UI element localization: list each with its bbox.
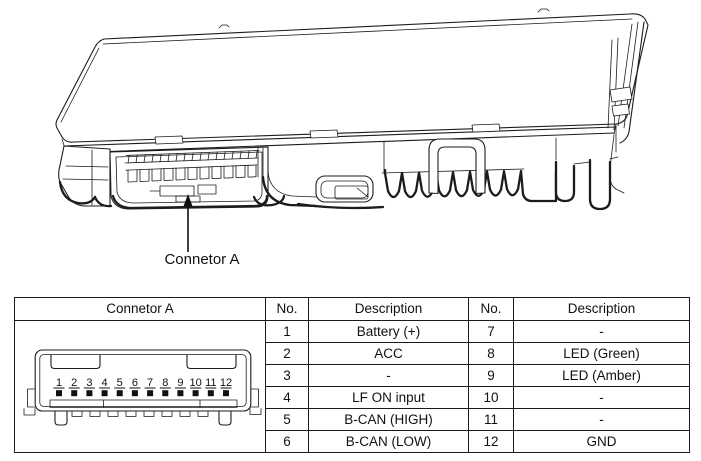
pin-number: 10 [189, 377, 201, 389]
header-description-right: Description [513, 297, 690, 321]
pin-number: 11 [205, 377, 216, 389]
pin-desc-cell: - [513, 408, 690, 431]
pin-no-cell: 10 [468, 386, 514, 409]
module-left-end-cap [58, 145, 113, 208]
rim-tab [309, 129, 339, 139]
pin-no-cell: 4 [265, 386, 309, 409]
pin-no-cell: 2 [265, 342, 309, 365]
table-row: 4 LF ON input 10 - [15, 386, 690, 409]
pin-desc-cell: - [308, 364, 469, 387]
connector-pins: 1 2 3 4 5 6 7 8 9 10 11 12 [53, 377, 232, 397]
pin-no-cell: 9 [468, 364, 514, 387]
pin-number: 12 [219, 377, 231, 389]
key-notch [185, 354, 237, 370]
connector-a-front-view: 1 2 3 4 5 6 7 8 9 10 11 12 [23, 349, 261, 426]
module-right-end-cap [607, 21, 645, 144]
connector-a-label: Connetor A [164, 251, 239, 268]
pin-desc-cell: Battery (+) [308, 320, 469, 343]
pin-number: 8 [162, 377, 168, 389]
connector-a-socket [109, 146, 286, 210]
pin-desc-cell: B-CAN (HIGH) [308, 408, 469, 431]
pin-table-header-row: Connetor A No. Description No. Descripti… [14, 297, 690, 321]
callout-arrowhead-icon [183, 194, 193, 206]
pin-number: 5 [116, 377, 122, 389]
pin-desc-cell: B-CAN (LOW) [308, 430, 469, 453]
header-no-left: No. [265, 297, 309, 321]
pin-no-cell: 12 [468, 430, 514, 453]
pin-no-cell: 6 [265, 430, 309, 453]
mounting-handle [428, 138, 486, 195]
pin-number: 7 [147, 377, 153, 389]
table-row: 1 2 3 4 5 6 7 8 9 10 11 12 [14, 320, 690, 453]
slot-band [49, 399, 237, 408]
pin-desc-cell: LED (Green) [513, 342, 690, 365]
header-connector: Connetor A [14, 297, 266, 321]
pin-table: Connetor A No. Description No. Descripti… [14, 297, 690, 453]
connector-a-callout: Connetor A [164, 194, 240, 268]
pin-number: 6 [131, 377, 137, 389]
pin-no-cell: 3 [265, 364, 309, 387]
pin-desc-cell: LED (Amber) [513, 364, 690, 387]
pin-no-cell: 11 [468, 408, 514, 431]
header-no-right: No. [468, 297, 514, 321]
pin-contacts [55, 390, 229, 397]
pin-number: 1 [55, 377, 61, 389]
header-description-left: Description [308, 297, 469, 321]
pin-no-cell: 1 [265, 320, 309, 343]
table-row: 2 ACC 8 LED (Green) [15, 342, 690, 365]
bottom-teeth [71, 411, 208, 417]
key-notch [49, 354, 101, 370]
connector-a-front-view-cell: 1 2 3 4 5 6 7 8 9 10 11 12 [14, 320, 266, 453]
pin-desc-cell: GND [513, 430, 690, 453]
pin-desc-cell: LF ON input [308, 386, 469, 409]
pin-desc-cell: - [513, 320, 690, 343]
rim-tab [471, 123, 501, 133]
table-row: 5 B-CAN (HIGH) 11 - [15, 408, 690, 431]
pin-no-cell: 5 [265, 408, 309, 431]
pin-no-cell: 7 [468, 320, 514, 343]
pin-number: 9 [177, 377, 183, 389]
cooling-fins [381, 134, 625, 211]
pin-desc-cell: - [513, 386, 690, 409]
mounting-leg [217, 410, 232, 426]
module-illustration: Connetor A [55, 8, 649, 268]
table-row: 3 - 9 LED (Amber) [15, 364, 690, 387]
pin-number: 4 [101, 377, 107, 389]
pin-no-cell: 8 [468, 342, 514, 365]
pin-number: 2 [71, 377, 77, 389]
pin-number: 3 [86, 377, 92, 389]
module-mid-panel [257, 125, 617, 210]
mounting-leg [53, 410, 68, 426]
module-lid [55, 8, 649, 154]
pin-desc-cell: ACC [308, 342, 469, 365]
rim-tab [154, 135, 184, 145]
table-row: 6 B-CAN (LOW) 12 GND [15, 430, 690, 453]
